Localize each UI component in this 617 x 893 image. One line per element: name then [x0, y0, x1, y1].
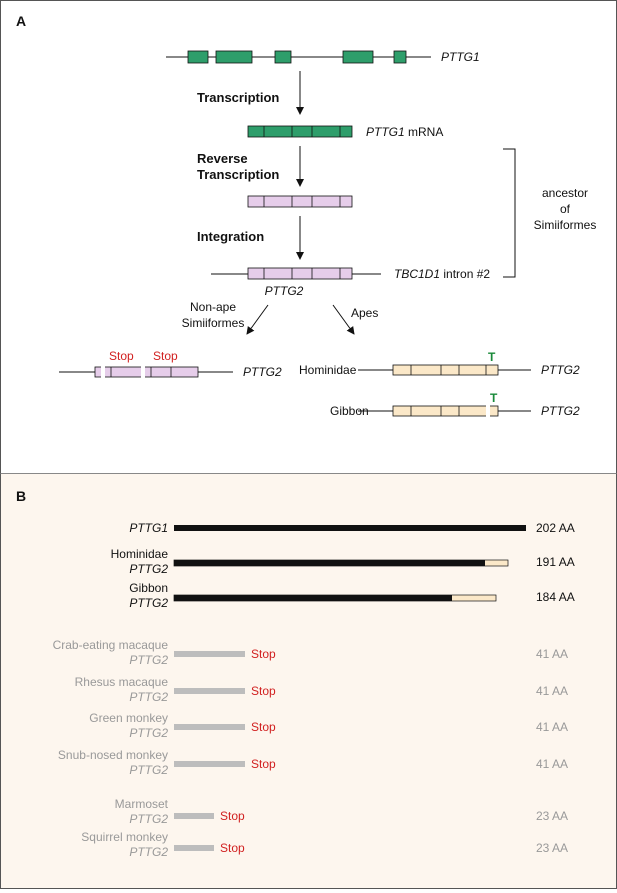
protein-gene-gibbon: PTTG2	[129, 596, 168, 610]
panel-a-label: A	[16, 13, 26, 29]
protein-length-marmoset: 23 AA	[536, 809, 568, 823]
reverse-label-line2: Transcription	[197, 167, 279, 182]
integration-label: Integration	[197, 229, 264, 244]
rhesus-macaque-protein-bar	[174, 688, 245, 694]
pttg1-exon-1	[187, 50, 209, 64]
nonape-pttg2-bar	[94, 366, 199, 378]
pttg1-mrna-bar	[247, 125, 353, 138]
protein-gene-squirrel-monkey: PTTG2	[129, 845, 168, 859]
gibbon-label: Gibbon	[330, 404, 369, 418]
protein-name-marmoset: Marmoset	[115, 797, 169, 811]
protein-gene-rhesus-macaque: PTTG2	[129, 690, 168, 704]
snub-nosed-monkey-protein-bar	[174, 761, 245, 767]
nonape-pttg2-label: PTTG2	[243, 365, 282, 379]
mrna-suffix: mRNA	[405, 125, 444, 139]
pttg2-ancestral-label: PTTG2	[265, 284, 304, 298]
pttg1-exon-3	[274, 50, 292, 64]
squirrel-monkey-stop: Stop	[220, 841, 245, 855]
apes-arrow	[332, 304, 355, 335]
protein-name-snub-nosed-monkey: Snub-nosed monkey	[58, 748, 168, 762]
stop-label-1: Stop	[109, 349, 134, 363]
crab-eating-macaque-stop: Stop	[251, 647, 276, 661]
protein-gene-green-monkey: PTTG2	[129, 726, 168, 740]
host-gene-label: TBC1D1 intron #2	[394, 267, 490, 281]
pttg1-protein-bar	[174, 525, 526, 531]
protein-gene-marmoset: PTTG2	[129, 812, 168, 826]
panel-b-diagram: B PTTG1 202 AA Hominidae PTTG2 191 AA Gi…	[16, 488, 575, 859]
hominidae-t-mutation: T	[488, 350, 496, 364]
protein-name-gibbon: Gibbon	[129, 581, 168, 595]
panel-b-label: B	[16, 488, 26, 504]
hominidae-label: Hominidae	[299, 363, 357, 377]
protein-length-green-monkey: 41 AA	[536, 720, 568, 734]
protein-length-gibbon: 184 AA	[536, 590, 575, 604]
ancestor-label-line3: Simiiformes	[534, 218, 597, 232]
hominidae-protein-bar	[174, 560, 485, 566]
ancestor-label-line2: of	[560, 202, 571, 216]
panel-a: A PTTG1 Transcription PTTG1 mRNA Reverse…	[0, 0, 617, 474]
protein-name-crab-eating-macaque: Crab-eating macaque	[53, 638, 169, 652]
protein-length-rhesus-macaque: 41 AA	[536, 684, 568, 698]
gibbon-pttg2-bar	[392, 405, 499, 417]
pttg1-gene-label: PTTG1	[441, 50, 480, 64]
protein-length-pttg1: 202 AA	[536, 521, 575, 535]
nonape-mutation-gap-1	[101, 365, 105, 379]
rhesus-macaque-stop: Stop	[251, 684, 276, 698]
gibbon-pttg2-label: PTTG2	[541, 404, 580, 418]
protein-name-rhesus-macaque: Rhesus macaque	[75, 675, 169, 689]
host-gene-name: TBC1D1	[394, 267, 440, 281]
hominidae-pttg2-label: PTTG2	[541, 363, 580, 377]
integrated-pttg2-bar	[247, 267, 353, 280]
pttg1-exon-5	[393, 50, 407, 64]
host-gene-suffix: intron #2	[440, 267, 490, 281]
mrna-label: PTTG1 mRNA	[366, 125, 443, 139]
nonape-label-line2: Simiiformes	[182, 316, 245, 330]
protein-gene-snub-nosed-monkey: PTTG2	[129, 763, 168, 777]
protein-length-squirrel-monkey: 23 AA	[536, 841, 568, 855]
snub-nosed-monkey-stop: Stop	[251, 757, 276, 771]
ancestor-label-line1: ancestor	[542, 186, 588, 200]
pttg1-exon-2	[215, 50, 253, 64]
panel-b: B PTTG1 202 AA Hominidae PTTG2 191 AA Gi…	[0, 473, 617, 889]
stop-label-2: Stop	[153, 349, 178, 363]
green-monkey-stop: Stop	[251, 720, 276, 734]
marmoset-stop: Stop	[220, 809, 245, 823]
nonape-arrow	[246, 304, 269, 335]
apes-label: Apes	[351, 306, 378, 320]
pttg1-exon-4	[342, 50, 374, 64]
protein-length-crab-eating-macaque: 41 AA	[536, 647, 568, 661]
transcription-label: Transcription	[197, 90, 279, 105]
gibbon-protein-bar	[174, 595, 452, 601]
green-monkey-protein-bar	[174, 724, 245, 730]
squirrel-monkey-protein-bar	[174, 845, 214, 851]
protein-gene-pttg1: PTTG1	[129, 521, 168, 535]
protein-name-green-monkey: Green monkey	[89, 711, 168, 725]
protein-name-hominidae: Hominidae	[111, 547, 169, 561]
hominidae-pttg2-bar	[392, 364, 499, 376]
gibbon-t-mutation: T	[490, 391, 498, 405]
mrna-gene-name: PTTG1	[366, 125, 405, 139]
protein-gene-hominidae: PTTG2	[129, 562, 168, 576]
protein-length-snub-nosed-monkey: 41 AA	[536, 757, 568, 771]
nonape-label-line1: Non-ape	[190, 300, 236, 314]
protein-length-hominidae: 191 AA	[536, 555, 575, 569]
panel-a-diagram: A PTTG1 Transcription PTTG1 mRNA Reverse…	[16, 13, 597, 418]
reverse-label-line1: Reverse	[197, 151, 248, 166]
ancestor-bracket	[503, 148, 516, 278]
gibbon-mutation-gap	[486, 404, 490, 418]
nonape-mutation-gap-2	[141, 365, 145, 379]
protein-name-squirrel-monkey: Squirrel monkey	[81, 830, 168, 844]
cdna-bar	[247, 195, 353, 208]
marmoset-protein-bar	[174, 813, 214, 819]
crab-eating-macaque-protein-bar	[174, 651, 245, 657]
protein-gene-crab-eating-macaque: PTTG2	[129, 653, 168, 667]
